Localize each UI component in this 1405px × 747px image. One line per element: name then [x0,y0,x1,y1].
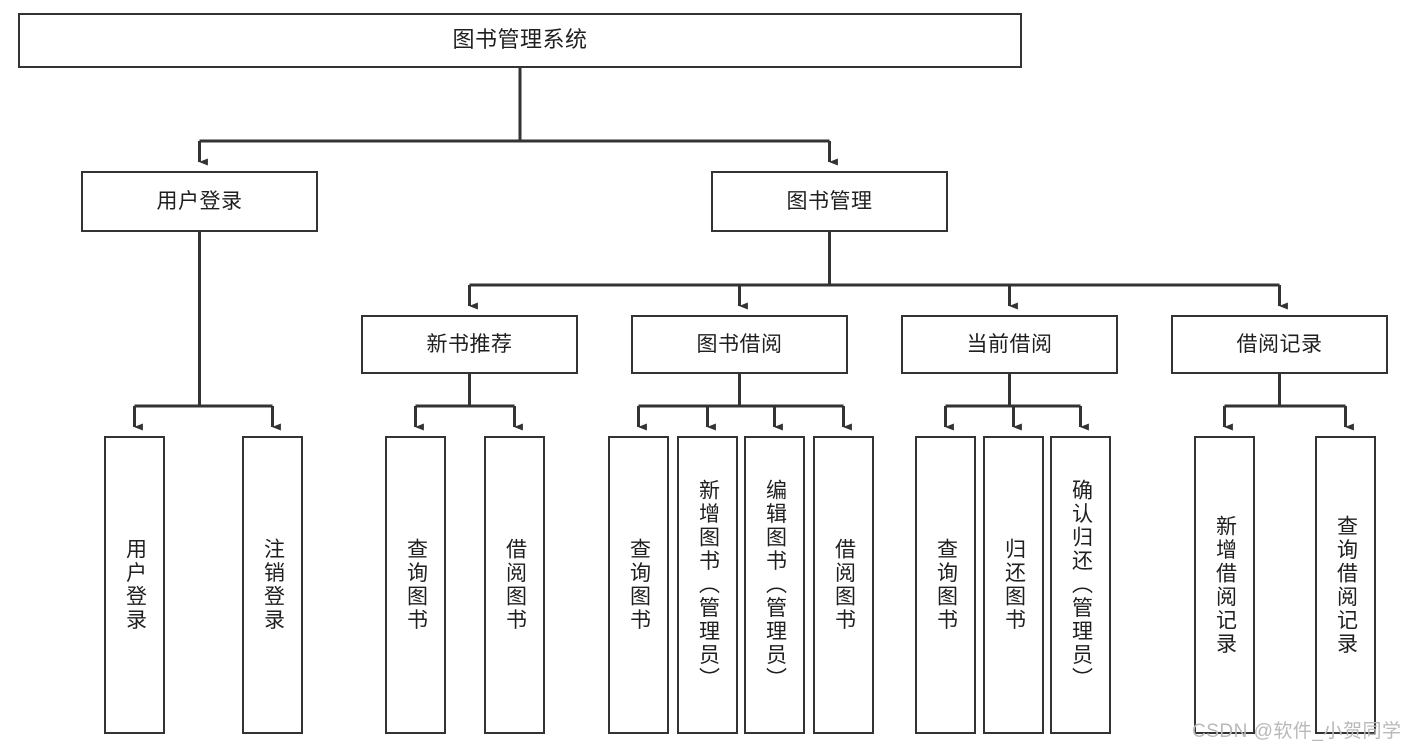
node-leaf-add-borrow-record[interactable]: 新增借阅记录 [1194,436,1255,734]
node-root-label: 图书管理系统 [452,27,588,53]
node-book-borrow-label: 图书借阅 [696,332,783,356]
node-borrow-record-label: 借阅记录 [1236,332,1323,356]
node-leaf-borrow-book-1-label: 借阅图书 [503,538,527,632]
node-current-borrow-label: 当前借阅 [966,332,1053,356]
node-leaf-return-book-label: 归还图书 [1002,538,1026,632]
node-leaf-query-book-1-label: 查询图书 [404,538,428,632]
node-leaf-add-book-admin-label: 新增图书（管理员） [696,479,720,691]
node-leaf-query-book-3-label: 查询图书 [934,538,958,632]
node-leaf-user-login-label: 用户登录 [123,538,147,632]
node-leaf-query-borrow-record-label: 查询借阅记录 [1334,514,1358,656]
node-leaf-query-book-1[interactable]: 查询图书 [385,436,446,734]
node-leaf-query-book-2-label: 查询图书 [627,538,651,632]
node-leaf-borrow-book-1[interactable]: 借阅图书 [484,436,545,734]
node-current-borrow[interactable]: 当前借阅 [901,315,1118,374]
node-leaf-confirm-return-admin[interactable]: 确认归还（管理员） [1050,436,1111,734]
node-user-login[interactable]: 用户登录 [81,171,318,232]
node-root[interactable]: 图书管理系统 [18,13,1022,68]
node-user-login-label: 用户登录 [156,189,243,213]
node-leaf-add-borrow-record-label: 新增借阅记录 [1213,514,1237,656]
node-book-manage-label: 图书管理 [786,189,873,213]
node-book-manage[interactable]: 图书管理 [711,171,948,232]
node-leaf-borrow-book-2[interactable]: 借阅图书 [813,436,874,734]
node-leaf-return-book[interactable]: 归还图书 [983,436,1044,734]
node-leaf-borrow-book-2-label: 借阅图书 [832,538,856,632]
node-leaf-query-borrow-record[interactable]: 查询借阅记录 [1315,436,1376,734]
node-leaf-edit-book-admin-label: 编辑图书（管理员） [763,479,787,691]
node-leaf-logout-login[interactable]: 注销登录 [242,436,303,734]
node-leaf-query-book-3[interactable]: 查询图书 [915,436,976,734]
node-leaf-query-book-2[interactable]: 查询图书 [608,436,669,734]
node-leaf-user-login[interactable]: 用户登录 [104,436,165,734]
node-leaf-edit-book-admin[interactable]: 编辑图书（管理员） [744,436,805,734]
node-book-borrow[interactable]: 图书借阅 [631,315,848,374]
node-leaf-add-book-admin[interactable]: 新增图书（管理员） [677,436,738,734]
node-leaf-logout-login-label: 注销登录 [261,538,285,632]
node-borrow-record[interactable]: 借阅记录 [1171,315,1388,374]
node-new-book-recommend[interactable]: 新书推荐 [361,315,578,374]
node-leaf-confirm-return-admin-label: 确认归还（管理员） [1069,479,1093,691]
node-new-book-recommend-label: 新书推荐 [426,332,513,356]
